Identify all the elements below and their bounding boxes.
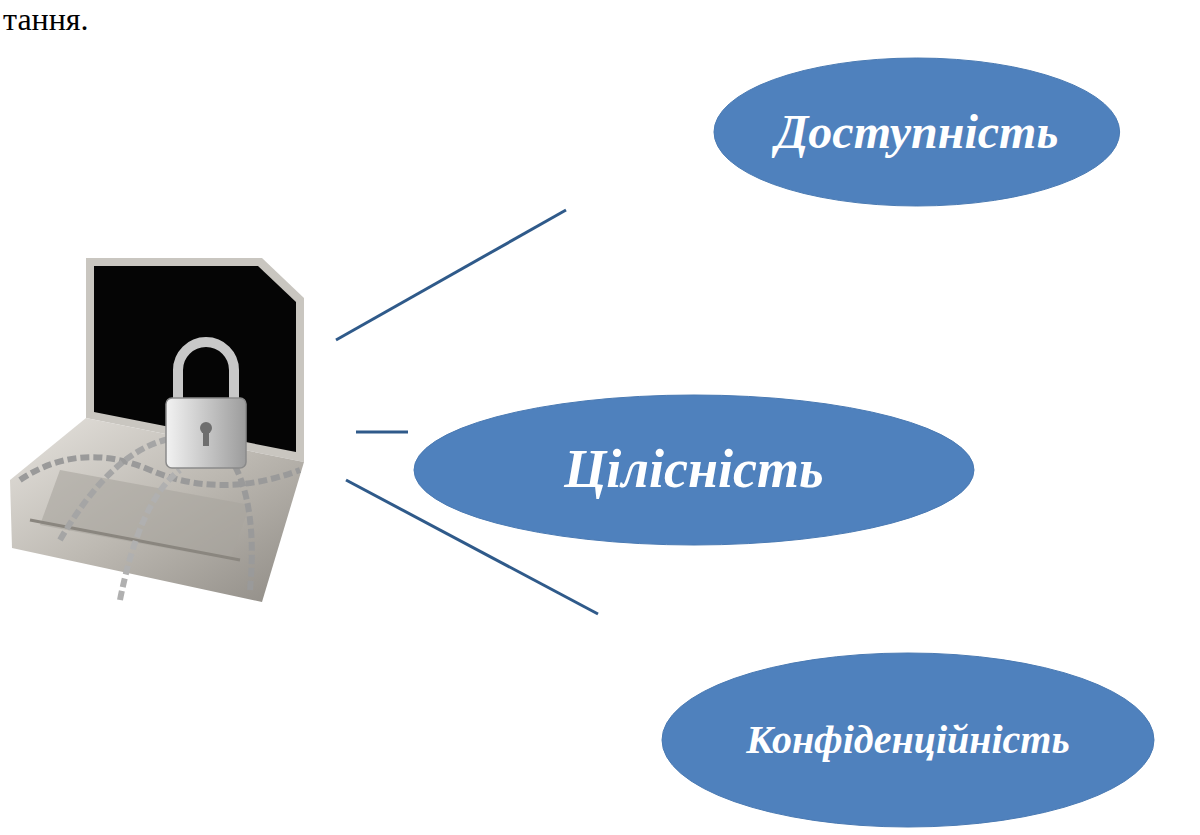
ellipse-node: Конфіденційність	[661, 652, 1155, 828]
leader-line	[356, 431, 408, 434]
node-label: Цілісність	[564, 440, 823, 499]
ellipse-outline	[662, 653, 1154, 827]
node-label: Конфіденційність	[746, 718, 1069, 762]
node-label: Доступність	[776, 106, 1059, 159]
text-fragment: тання.	[3, 2, 89, 37]
laptop-picture	[10, 258, 304, 602]
ellipse-node: Доступність	[713, 57, 1121, 207]
ellipse-outline	[414, 395, 974, 545]
ellipse-outline	[714, 58, 1120, 206]
leader-line	[336, 210, 566, 340]
ellipse-node: Цілісність	[413, 394, 975, 546]
